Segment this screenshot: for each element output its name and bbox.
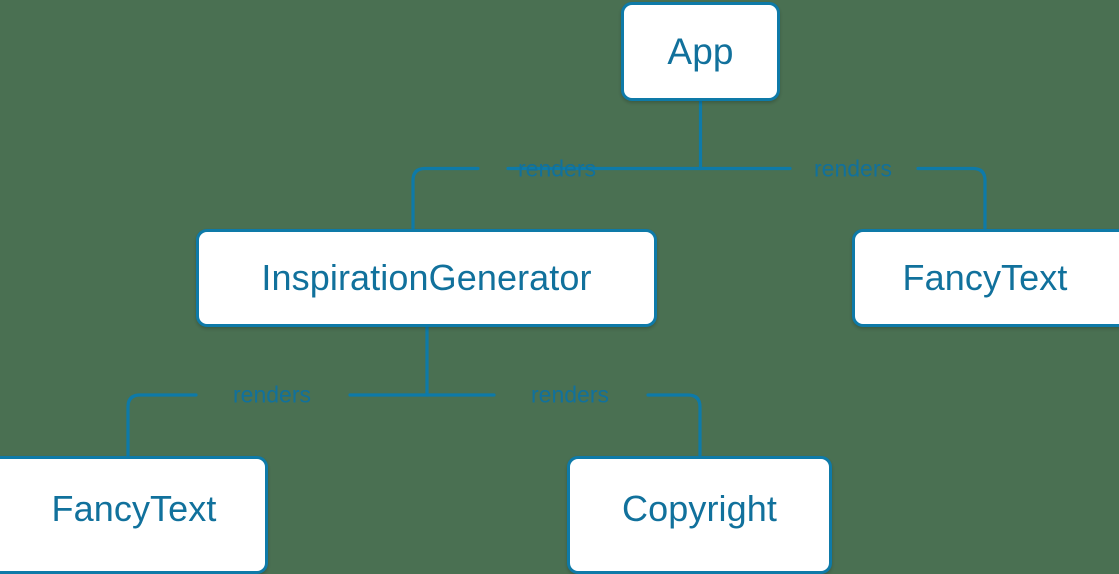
node-fancytext-left-label: FancyText — [51, 488, 217, 529]
edge-app-to-fancytext-right — [698, 166, 987, 230]
edge-inspiration-to-copyright — [425, 393, 702, 457]
node-fancytext-right-label: FancyText — [902, 257, 1068, 298]
node-inspirationgenerator[interactable]: InspirationGenerator — [196, 229, 657, 327]
node-fancytext-left[interactable]: FancyText — [0, 456, 268, 574]
node-copyright-label: Copyright — [622, 488, 777, 529]
edge-label-app-to-fancytext: renders — [814, 155, 892, 182]
edge-label-inspirationgenerator-to-copyright: renders — [531, 381, 609, 408]
edge-label-inspirationgenerator-to-fancytext: renders — [233, 381, 311, 408]
node-app[interactable]: App — [621, 2, 780, 101]
edge-inspiration-to-fancytext-left — [126, 393, 429, 457]
node-inspirationgenerator-label: InspirationGenerator — [261, 257, 592, 298]
edge-label-app-to-inspirationgenerator: renders — [518, 155, 596, 182]
edge-layer — [126, 99, 987, 457]
edge-app-to-inspiration — [411, 166, 703, 230]
node-app-label: App — [667, 30, 734, 72]
node-fancytext-right[interactable]: FancyText — [852, 229, 1119, 327]
node-copyright[interactable]: Copyright — [567, 456, 832, 574]
